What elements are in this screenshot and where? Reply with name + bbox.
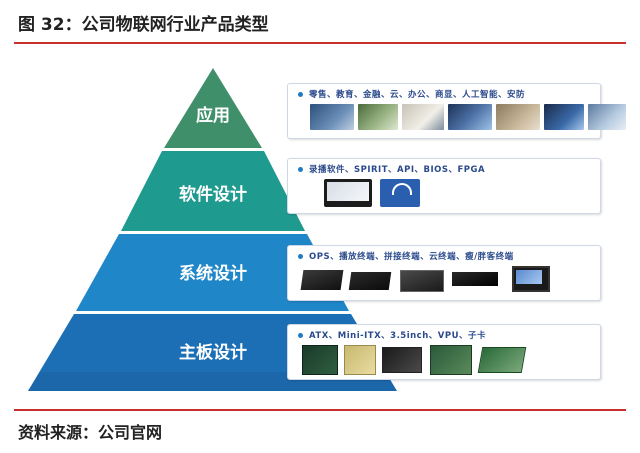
ops-module-image	[300, 270, 344, 290]
panel-application-text: 零售、教育、金融、云、办公、商显、人工智能、安防	[298, 88, 525, 100]
source-note: 资料来源：公司官网	[18, 423, 163, 442]
pyramid-layer-system	[76, 234, 349, 311]
panel-software-text: 录播软件、SPIRIT、API、BIOS、FPGA	[298, 163, 485, 175]
top-divider	[14, 42, 626, 44]
ai-photo	[544, 104, 584, 130]
mini-itx-board-image	[344, 345, 376, 375]
layer-label-software: 软件设计	[179, 184, 247, 205]
panel-board: ATX、Mini-ITX、3.5inch、VPU、子卡	[287, 324, 601, 380]
player-terminal-image	[348, 272, 392, 290]
panel-system: OPS、播放终端、拼接终端、云终端、瘦/胖客终端	[287, 245, 601, 301]
panel-software: 录播软件、SPIRIT、API、BIOS、FPGA	[287, 158, 601, 214]
pyramid-layer-application	[164, 68, 262, 148]
panel-system-text: OPS、播放终端、拼接终端、云终端、瘦/胖客终端	[298, 250, 514, 262]
retail-photo	[310, 104, 354, 130]
panel-application: 零售、教育、金融、云、办公、商显、人工智能、安防	[287, 83, 626, 139]
layer-label-system: 系统设计	[179, 263, 247, 284]
splicing-terminal-image	[400, 270, 444, 292]
security-photo	[588, 104, 626, 130]
vpu-board-image	[430, 345, 472, 375]
finance-photo	[402, 104, 444, 130]
35-inch-board-image	[382, 347, 422, 373]
layer-label-board: 主板设计	[179, 342, 247, 363]
thin-client-image	[512, 266, 550, 292]
application-photos	[310, 104, 626, 130]
recording-software-screen	[324, 179, 372, 207]
display-photo	[496, 104, 540, 130]
office-photo	[448, 104, 492, 130]
atx-board-image	[302, 345, 338, 375]
daughter-card-image	[477, 347, 527, 373]
panel-board-text: ATX、Mini-ITX、3.5inch、VPU、子卡	[298, 329, 486, 341]
spirit-logo-icon	[380, 179, 420, 207]
figure-title: 图 32：公司物联网行业产品类型	[18, 15, 269, 35]
pyramid-layer-software	[121, 151, 305, 231]
education-photo	[358, 104, 398, 130]
bottom-divider	[14, 409, 626, 411]
layer-label-application: 应用	[196, 105, 230, 126]
cloud-terminal-image	[452, 272, 498, 286]
